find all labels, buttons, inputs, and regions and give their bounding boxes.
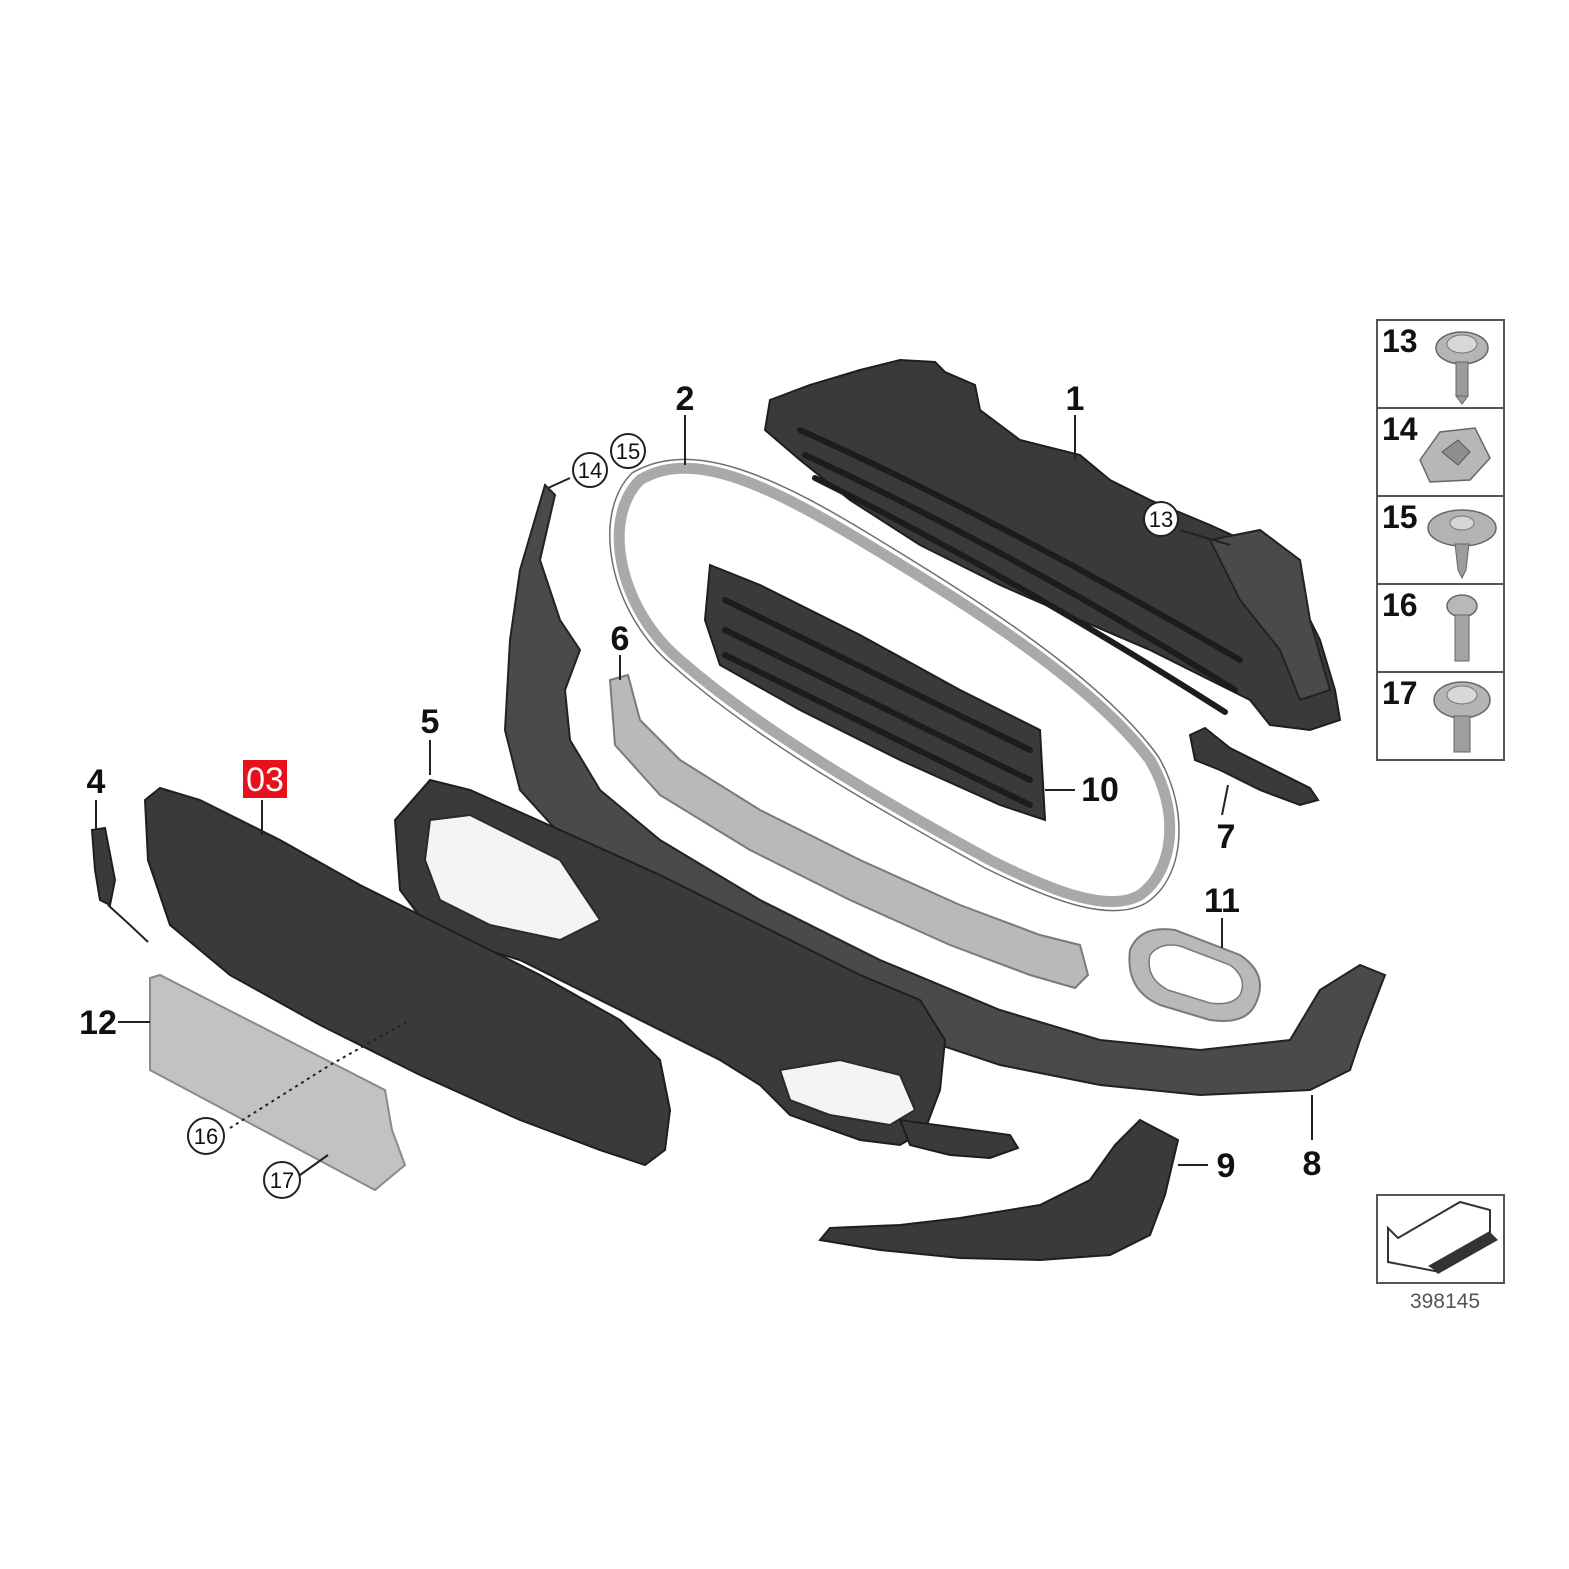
callout-12: 12 [79,1004,117,1042]
callout-8: 8 [1303,1145,1322,1183]
callout-17: 17 [270,1168,294,1193]
callout-14: 14 [578,458,602,483]
fastener-panel: 13 14 15 16 17 [1376,319,1505,761]
part-11-fog-ring [1128,928,1261,1022]
screw-16-icon [1446,594,1478,662]
fastener-cell-17 [1376,671,1505,761]
leader-14 [547,477,571,489]
callout-03-highlight: 03 [243,760,287,799]
callout-10: 10 [1081,771,1119,809]
callout-2: 2 [676,380,695,418]
screw-13-icon [1435,331,1489,405]
circle-14 [572,452,608,488]
part-7-bracket [1188,726,1320,807]
part-2-grille-surround [609,458,1180,912]
callout-5: 5 [421,703,440,741]
part-10-mesh-grille [703,563,1047,822]
leader-17 [299,1154,329,1176]
panel-label-16: 16 [1382,587,1418,623]
fastener-cell-13 [1376,319,1505,409]
circled-callouts: 13 14 15 16 17 [187,433,1179,1199]
circle-13 [1143,501,1179,537]
callout-numbers: 1 2 4 5 6 7 8 9 10 11 12 [79,380,1321,1185]
callout-15: 15 [616,439,640,464]
panel-label-15: 15 [1382,499,1418,535]
screw-17-icon [1433,681,1491,753]
part-03-bumper-trim [143,786,672,1167]
panel-label-17: 17 [1382,675,1418,711]
screw-15-icon [1427,509,1497,580]
panel-label-14: 14 [1382,411,1418,447]
callout-9: 9 [1217,1147,1236,1185]
leader-13 [1179,529,1231,546]
leader-7 [1221,784,1229,816]
part-9-spoiler [818,1118,1180,1262]
highlight-box [243,760,287,798]
panel-label-13: 13 [1382,323,1418,359]
callout-4: 4 [87,763,106,801]
part-4-clip [90,826,149,943]
callout-13: 13 [1149,507,1173,532]
reference-number: 398145 [1410,1290,1480,1313]
part-12-plate-bracket [149,973,407,1192]
fastener-cell-16 [1376,583,1505,673]
callout-6: 6 [611,620,630,658]
callout-16: 16 [194,1124,218,1149]
callout-03: 03 [246,761,284,799]
orientation-box: 398145 [1376,1194,1505,1313]
leader-lines [95,415,1313,1176]
callout-11: 11 [1204,882,1240,920]
callout-7: 7 [1217,818,1236,856]
part-1-grille-carrier [763,358,1342,732]
circle-17 [263,1161,301,1199]
part-6-trim-strip [608,673,1090,990]
circle-16 [187,1117,225,1155]
speed-nut-14-icon [1419,427,1491,483]
circle-15 [610,433,646,469]
callout-1: 1 [1066,380,1085,418]
